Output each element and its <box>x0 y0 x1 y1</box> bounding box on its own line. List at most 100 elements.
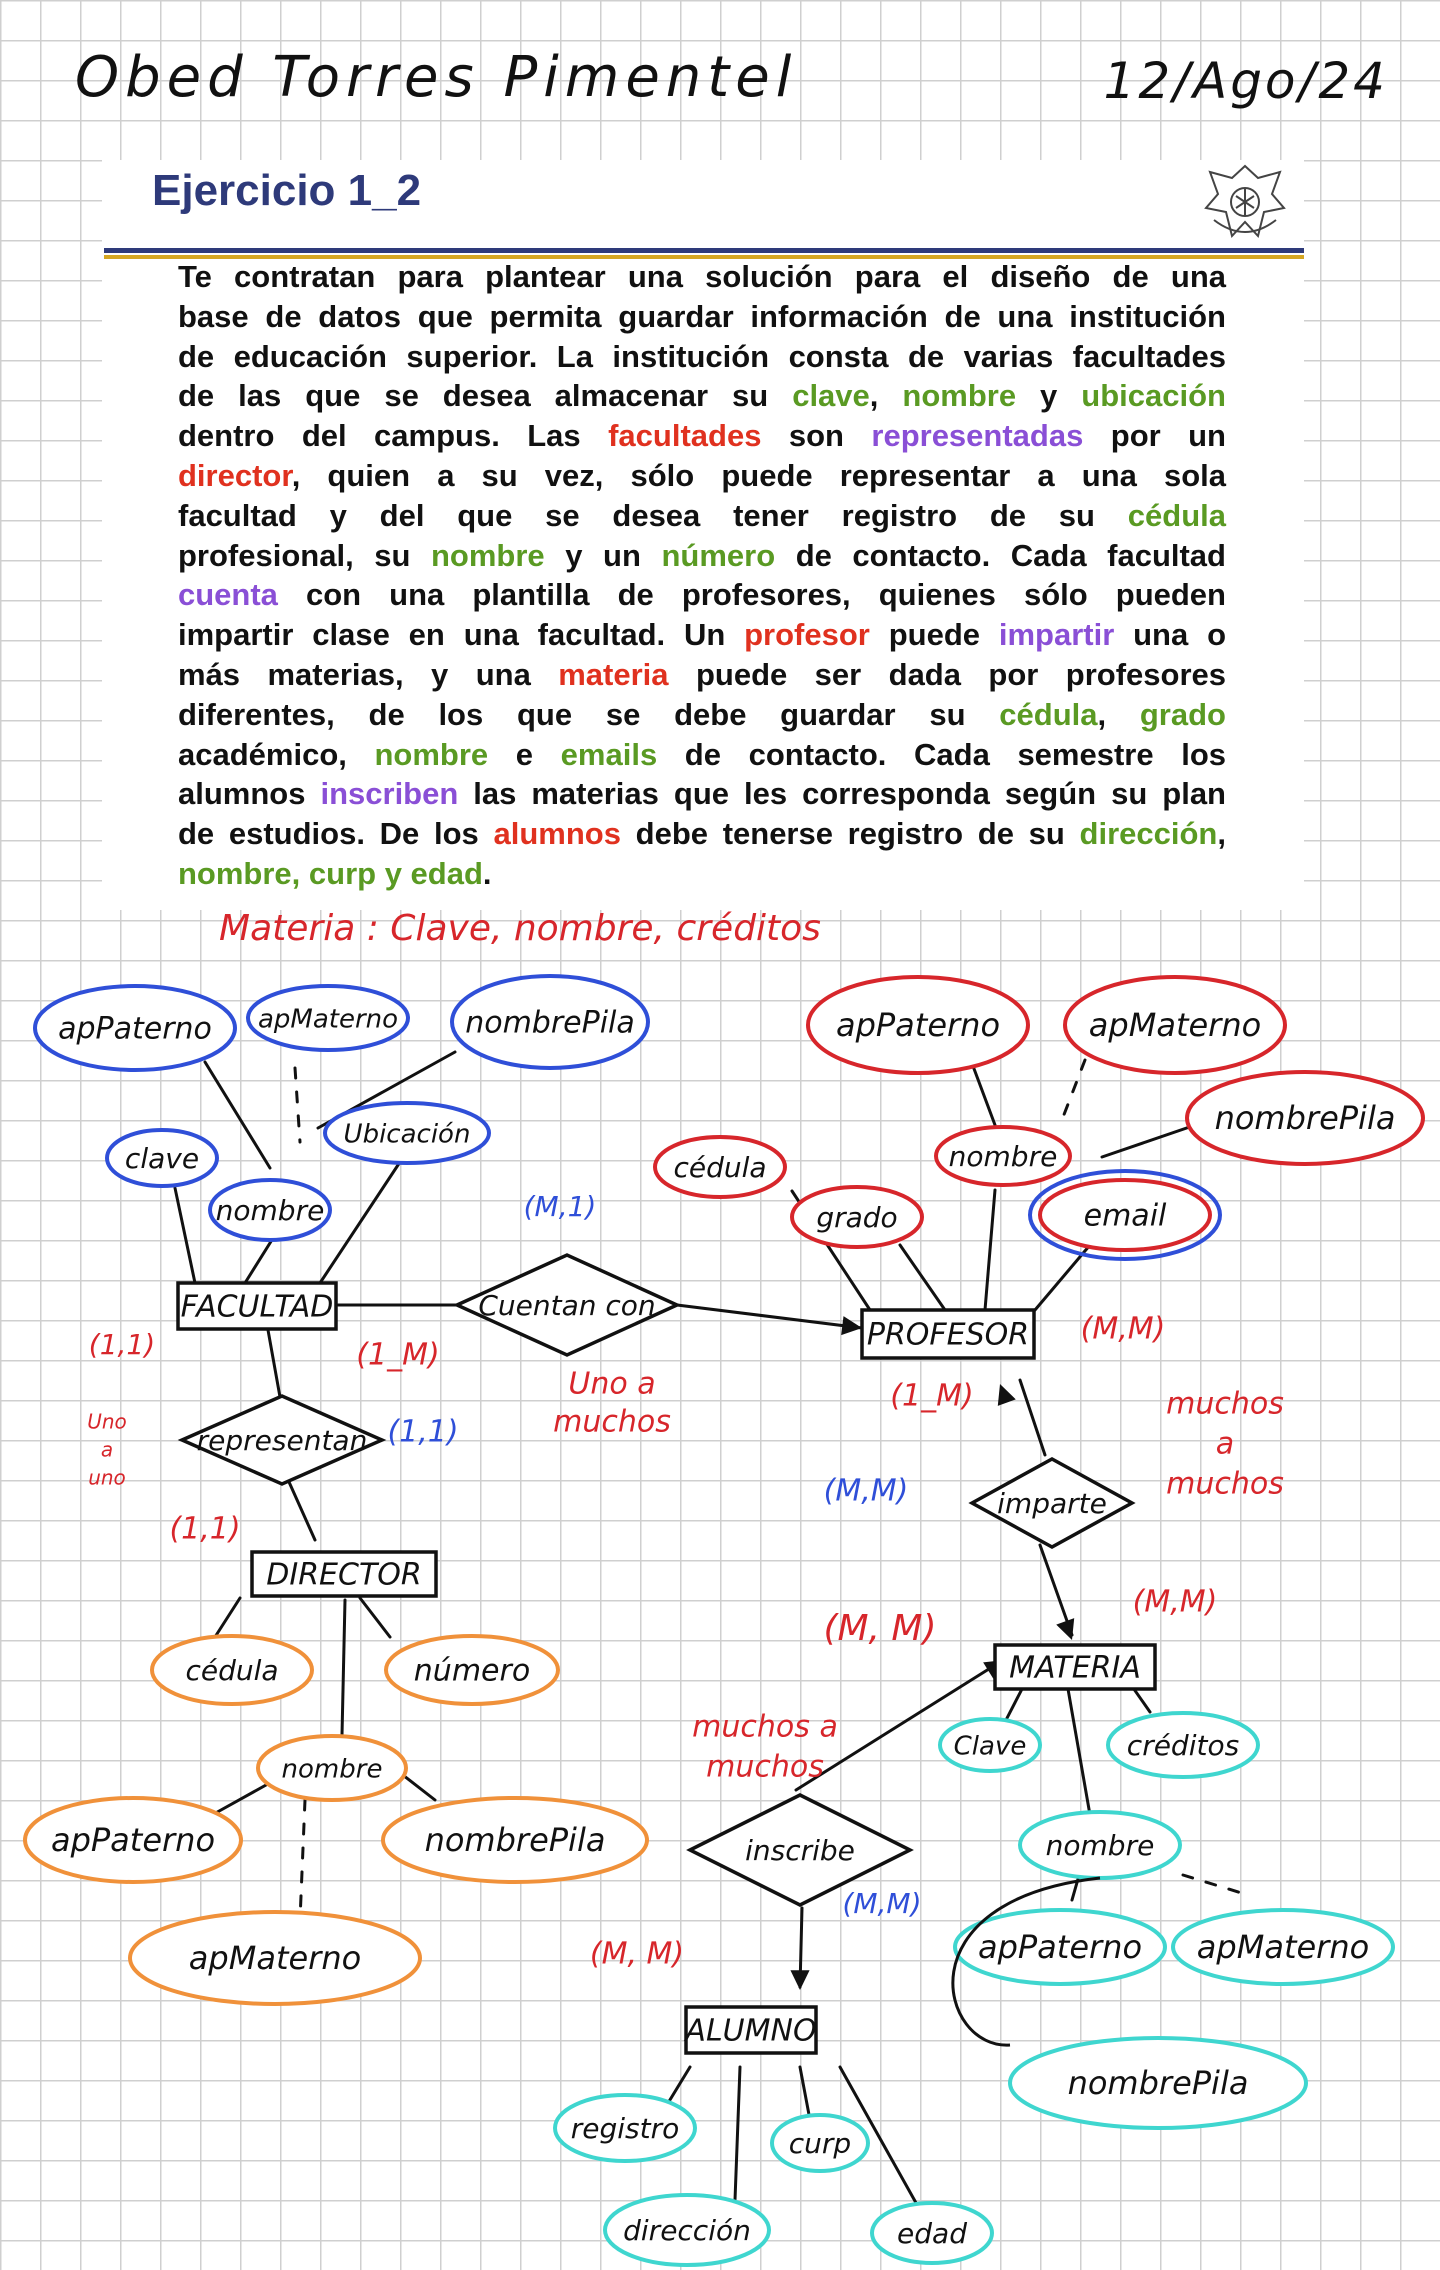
statement-line: alumnos inscriben las materias que les c… <box>178 774 1226 814</box>
connector-line <box>675 1303 864 1330</box>
arrowhead <box>790 1970 810 1990</box>
statement-text: puede <box>869 617 999 653</box>
arrowhead <box>997 1384 1016 1406</box>
connector-line <box>733 2065 742 2202</box>
cardinality-a_cuentan_1m: (1_M) <box>356 1338 439 1373</box>
statement-line: dentro del campus. Las facultades son re… <box>178 416 1226 456</box>
statement-line: más materias, y una materia puede ser da… <box>178 655 1226 695</box>
statement-text: Te contratan para plantear una solución … <box>178 259 1226 294</box>
entity-profesor-box <box>860 1308 1036 1360</box>
attribute-fac_ubicacion-ellipse <box>323 1101 491 1165</box>
attribute-dir_apmaterno-label: apMaterno <box>189 1939 361 1977</box>
cardinality-a_muchos_muchos_r: muchos <box>1166 1467 1284 1502</box>
attribute-prof_cedula-label: cédula <box>673 1151 766 1184</box>
connector-line <box>1038 1543 1074 1637</box>
relationship-term: inscriben <box>320 776 459 812</box>
arrowhead <box>1056 1618 1075 1640</box>
attribute-mat_creditos-ellipse <box>1106 1711 1260 1779</box>
statement-line: impartir clase en una facultad. Un profe… <box>178 615 1226 655</box>
statement-line: académico, nombre e emails de contacto. … <box>178 735 1226 775</box>
attribute-term: clave <box>792 378 870 414</box>
statement-text: de contacto. Cada semestre los <box>657 736 1227 772</box>
statement-text: por un <box>1083 418 1226 454</box>
attribute-prof_apmaterno-ellipse <box>1063 975 1287 1075</box>
statement-text: más materias, y una <box>178 656 559 692</box>
connector-line <box>1018 1378 1047 1457</box>
attribute-alu_edad-label: edad <box>897 2217 967 2250</box>
entity-term: alumnos <box>493 816 621 852</box>
connector-line <box>203 1060 272 1170</box>
attribute-fac_clave-ellipse <box>105 1128 219 1188</box>
statement-text: debe tenerse registro de su <box>620 816 1080 852</box>
attribute-term: emails <box>560 736 658 772</box>
relationship-representan-diamond <box>177 1394 387 1486</box>
attribute-mat_clave-ellipse <box>938 1717 1042 1773</box>
attribute-prof_appaterno-ellipse <box>806 975 1030 1075</box>
attribute-alu_registro-label: registro <box>571 2112 680 2145</box>
connector-line <box>318 1160 402 1285</box>
attribute-mat_nombrepila-label: nombrePila <box>1068 2064 1249 2102</box>
entity-facultad-label: FACULTAD <box>181 1290 334 1325</box>
attribute-dir_nombre-label: nombre <box>282 1755 383 1785</box>
attribute-term: nombre <box>374 736 489 772</box>
attribute-mat_nombre-label: nombre <box>1046 1829 1155 1862</box>
statement-text: de contacto. Cada facultad <box>775 537 1226 573</box>
attribute-prof_email-ellipse <box>1038 1178 1212 1252</box>
statement-text: alumnos <box>178 776 321 812</box>
cardinality-a_m1_blue: (M,1) <box>524 1190 597 1223</box>
connector-line <box>266 1328 282 1399</box>
attribute-prof_cedula-ellipse <box>653 1135 787 1199</box>
cardinality-a_imp_mm_blue: (M,M) <box>824 1474 909 1509</box>
title-rule-blue <box>104 248 1304 253</box>
relationship-imparte-label: imparte <box>997 1487 1107 1520</box>
entity-materia-label: MATERIA <box>1009 1651 1141 1686</box>
attribute-prof_nombre-ellipse <box>934 1125 1072 1187</box>
cardinality-a_mat_mm: (M,M) <box>1133 1585 1218 1620</box>
attribute-dir_nombre-ellipse <box>256 1734 408 1802</box>
exercise-card: Ejercicio 1_2 Te contratan para plantear… <box>102 160 1304 910</box>
attribute-dir_cedula-ellipse <box>150 1634 314 1706</box>
cardinality-a_alu_mm: (M, M) <box>590 1937 684 1972</box>
attribute-fac_clave-label: clave <box>125 1142 199 1175</box>
attribute-dir_numero-label: número <box>414 1654 530 1689</box>
statement-text: son <box>761 418 872 454</box>
statement-line: de estudios. De los alumnos debe tenerse… <box>178 814 1226 854</box>
attribute-alu_curp-label: curp <box>789 2127 851 2160</box>
attribute-dir_nombrepila-ellipse <box>381 1796 649 1884</box>
connector-line <box>1058 1058 1087 1127</box>
author-name: Obed Torres Pimentel <box>75 45 798 110</box>
relationship-imparte-diamond <box>968 1457 1136 1549</box>
attribute-mat_apmaterno-ellipse <box>1171 1908 1395 1986</box>
relationship-inscribe-label: inscribe <box>745 1834 855 1867</box>
attribute-mat_appaterno-ellipse <box>953 1908 1167 1986</box>
statement-text: profesional, su <box>178 537 431 573</box>
statement-text: de estudios. De los <box>178 816 494 852</box>
statement-line: base de datos que permita guardar inform… <box>178 297 1226 337</box>
attribute-term: cédula <box>1127 497 1226 533</box>
statement-line: de las que se desea almacenar su clave, … <box>178 376 1226 416</box>
statement-text: de educación superior. La institución co… <box>178 338 1226 374</box>
cardinality-a_uno_muchos: muchos <box>553 1405 671 1440</box>
statement-text: . <box>482 855 492 891</box>
cardinality-a_uno_uno: a <box>101 1438 113 1462</box>
relationship-term: cuenta <box>178 577 278 613</box>
statement-line: diferentes, de los que se debe guardar s… <box>178 695 1226 735</box>
attribute-term: nombre, curp y edad <box>178 855 483 891</box>
attribute-term: dirección <box>1079 816 1218 852</box>
statement-text: impartir clase en una facultad. Un <box>178 617 745 653</box>
entity-facultad-box <box>176 1281 338 1331</box>
cardinality-a_muchos_muchos_r: muchos <box>1166 1387 1284 1422</box>
statement-text: y un <box>544 537 662 573</box>
attribute-mat_appaterno-label: apPaterno <box>978 1928 1142 1966</box>
relationship-cuentan-diamond <box>452 1253 682 1357</box>
relationship-term: representadas <box>871 418 1084 454</box>
cardinality-a_muchos_muchos_l: muchos a <box>692 1710 838 1745</box>
statement-text: , quien a su vez, sólo puede representar… <box>291 457 1226 493</box>
attribute-prof_nombrepila-label: nombrePila <box>1215 1099 1396 1137</box>
attribute-prof_grado-label: grado <box>816 1201 897 1234</box>
connector-line <box>1181 1873 1250 1897</box>
attribute-prof_apmaterno-label: apMaterno <box>1089 1006 1261 1044</box>
connector-line <box>1003 1687 1024 1724</box>
attribute-dir_appaterno-label: apPaterno <box>51 1821 215 1859</box>
